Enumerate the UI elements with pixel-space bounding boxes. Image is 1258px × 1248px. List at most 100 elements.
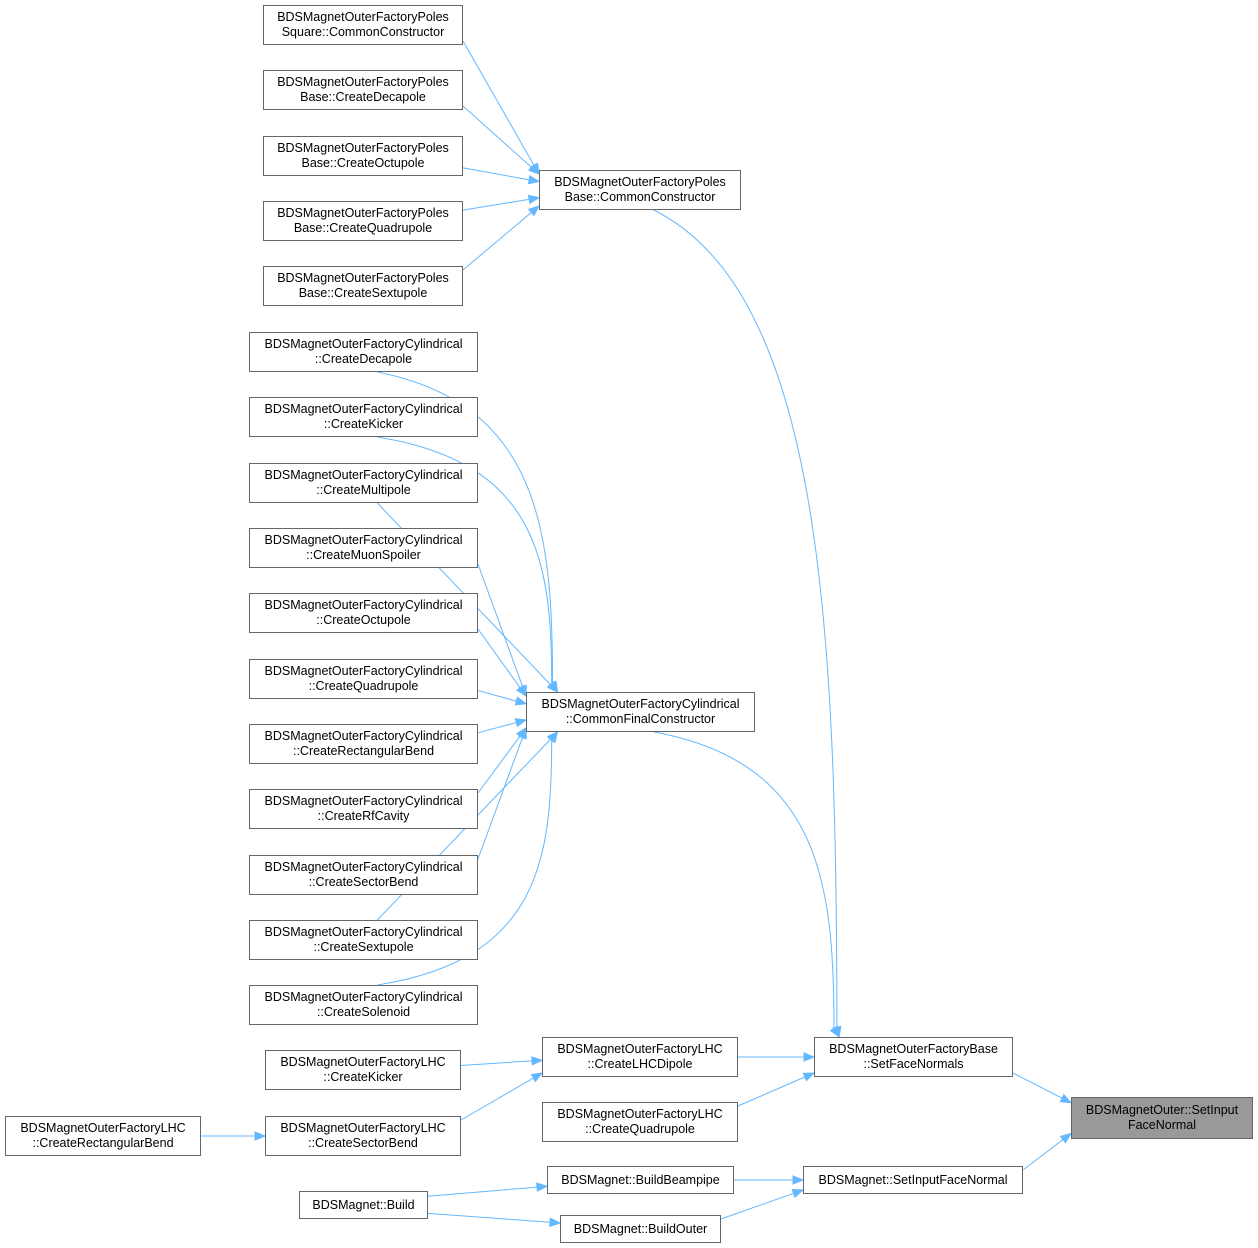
edge-n_magnet_build-to-n_magnet_buildouter: [427, 1212, 551, 1223]
edge-n_poles_octupole-to-n_poles_base_cc: [462, 167, 530, 181]
node-label-line-2: ::CreateLHCDipole: [587, 1057, 693, 1071]
edge-arrowhead: [528, 163, 541, 175]
edge-arrowhead: [549, 1217, 562, 1227]
edge-arrowhead: [803, 1052, 816, 1062]
node-poles-base-create-octupole[interactable]: BDSMagnetOuterFactoryPoles Base::CreateO…: [263, 136, 463, 176]
node-factory-base-set-face-normals[interactable]: BDSMagnetOuterFactoryBase ::SetFaceNorma…: [814, 1037, 1013, 1077]
edge-arrowhead: [527, 205, 541, 217]
node-poles-base-create-quadrupole[interactable]: BDSMagnetOuterFactoryPoles Base::CreateQ…: [263, 201, 463, 241]
node-label-line-2: ::CreateRfCavity: [317, 809, 410, 823]
node-label-line-1: BDSMagnetOuterFactoryCylindrical: [264, 990, 463, 1004]
node-cylindrical-create-octupole[interactable]: BDSMagnetOuterFactoryCylindrical ::Creat…: [249, 593, 478, 633]
node-cylindrical-create-rf-cavity[interactable]: BDSMagnetOuterFactoryCylindrical ::Creat…: [249, 789, 478, 829]
node-label-line-1: BDSMagnetOuterFactoryCylindrical: [264, 402, 463, 416]
node-poles-base-create-sextupole[interactable]: BDSMagnetOuterFactoryPoles Base::CreateS…: [263, 266, 463, 306]
node-lhc-create-rectangular-bend[interactable]: BDSMagnetOuterFactoryLHC ::CreateRectang…: [5, 1116, 201, 1156]
edge-arrowhead: [517, 726, 527, 740]
node-lhc-create-quadrupole[interactable]: BDSMagnetOuterFactoryLHC ::CreateQuadrup…: [542, 1102, 738, 1142]
edge-arrowhead: [530, 1072, 544, 1083]
node-label-line-2: Square::CommonConstructor: [281, 25, 445, 39]
node-lhc-create-lhc-dipole[interactable]: BDSMagnetOuterFactoryLHC ::CreateLHCDipo…: [542, 1037, 738, 1077]
node-label-line-1: BDSMagnetOuterFactoryCylindrical: [264, 337, 463, 351]
edge-n_cyl_muonspoiler-to-n_cyl_common_final: [477, 563, 524, 687]
edge-n_cyl_sectorbend-to-n_cyl_common_final: [477, 737, 524, 860]
edge-arrowhead: [791, 1189, 805, 1198]
edge-arrowhead: [536, 1182, 549, 1192]
node-magnet-build-beampipe[interactable]: BDSMagnet::BuildBeampipe: [547, 1166, 734, 1194]
edge-arrowhead: [546, 681, 559, 693]
node-label-line-1: BDSMagnet::BuildOuter: [573, 1221, 708, 1236]
edge-arrowhead: [514, 718, 528, 728]
node-target-set-input-face-normal: BDSMagnetOuter::SetInput FaceNormal: [1071, 1097, 1253, 1139]
node-label-line-2: ::CreateMultipole: [316, 483, 411, 497]
edge-arrowhead: [531, 1056, 544, 1066]
node-poles-base-common-constructor[interactable]: BDSMagnetOuterFactoryPoles Base::CommonC…: [539, 170, 741, 210]
edge-n_cyl_quadrupole-to-n_cyl_common_final: [477, 690, 517, 702]
node-cylindrical-create-decapole[interactable]: BDSMagnetOuterFactoryCylindrical ::Creat…: [249, 332, 478, 372]
node-label-line-1: BDSMagnetOuterFactoryPoles: [277, 141, 449, 155]
node-label-line-1: BDSMagnetOuterFactoryLHC: [557, 1107, 723, 1121]
node-label-line-2: Base::CreateDecapole: [300, 90, 426, 104]
node-poles-square-common-constructor[interactable]: BDSMagnetOuterFactoryPoles Square::Commo…: [263, 5, 463, 45]
edge-n_cyl_kicker-to-n_cyl_common_final: [377, 436, 553, 684]
node-cylindrical-common-final-constructor[interactable]: BDSMagnetOuterFactoryCylindrical ::Commo…: [526, 692, 755, 732]
node-cylindrical-create-quadrupole[interactable]: BDSMagnetOuterFactoryCylindrical ::Creat…: [249, 659, 478, 699]
node-label-line-1: BDSMagnetOuterFactoryBase: [829, 1042, 998, 1056]
node-label-line-1: BDSMagnetOuterFactoryCylindrical: [264, 533, 463, 547]
node-cylindrical-create-kicker[interactable]: BDSMagnetOuterFactoryCylindrical ::Creat…: [249, 397, 478, 437]
node-label-line-2: ::CreateKicker: [323, 1070, 403, 1084]
node-label-line-1: BDSMagnetOuterFactoryPoles: [277, 206, 449, 220]
edge-n_cyl_octupole-to-n_cyl_common_final: [477, 628, 521, 689]
node-label-line-1: BDSMagnetOuterFactoryCylindrical: [264, 925, 463, 939]
node-label-line-1: BDSMagnetOuterFactoryCylindrical: [264, 729, 463, 743]
node-label-line-2: ::CreateKicker: [323, 417, 404, 431]
node-cylindrical-create-sector-bend[interactable]: BDSMagnetOuterFactoryCylindrical ::Creat…: [249, 855, 478, 895]
node-cylindrical-create-sextupole[interactable]: BDSMagnetOuterFactoryCylindrical ::Creat…: [249, 920, 478, 960]
node-lhc-create-sector-bend[interactable]: BDSMagnetOuterFactoryLHC ::CreateSectorB…: [265, 1116, 461, 1156]
node-label-line-1: BDSMagnetOuterFactoryLHC: [280, 1055, 446, 1069]
edge-n_poles_quadrupole-to-n_poles_base_cc: [462, 198, 530, 211]
node-label-line-1: BDSMagnetOuterFactoryCylindrical: [264, 860, 463, 874]
edge-n_cyl_decapole-to-n_cyl_common_final: [377, 371, 554, 684]
node-magnet-set-input-face-normal[interactable]: BDSMagnet::SetInputFaceNormal: [803, 1166, 1023, 1194]
edge-n_magnet_buildouter-to-n_magnet_setinputfacenormal: [720, 1192, 794, 1220]
edge-arrowhead: [527, 174, 541, 185]
edge-n_base_setfacenormals-to-n_target: [1012, 1072, 1063, 1099]
node-poles-base-create-decapole[interactable]: BDSMagnetOuterFactoryPoles Base::CreateD…: [263, 70, 463, 110]
node-label-line-1: BDSMagnetOuterFactoryLHC: [20, 1121, 186, 1135]
node-label-line-1: BDSMagnetOuterFactoryPoles: [277, 75, 449, 89]
node-label-line-1: BDSMagnetOuterFactoryPoles: [554, 175, 726, 189]
node-label-line-1: BDSMagnetOuterFactoryCylindrical: [264, 598, 463, 612]
edge-n_cyl_rfcavity-to-n_cyl_common_final: [477, 735, 521, 794]
edge-n_poles_decapole-to-n_poles_base_cc: [462, 105, 532, 168]
edge-arrowhead: [547, 730, 559, 744]
edge-arrowhead: [1059, 1132, 1073, 1144]
node-label-line-1: BDSMagnet::SetInputFaceNormal: [818, 1172, 1008, 1187]
node-label-line-1: BDSMagnet::Build: [312, 1197, 415, 1212]
edge-n_poles_sextupole-to-n_poles_base_cc: [462, 212, 532, 271]
node-label-line-2: Base::CommonConstructor: [564, 190, 716, 204]
node-cylindrical-create-multipole[interactable]: BDSMagnetOuterFactoryCylindrical ::Creat…: [249, 463, 478, 503]
edge-n_cyl_common_final-to-n_base_setfacenormals: [654, 731, 835, 1029]
node-lhc-create-kicker[interactable]: BDSMagnetOuterFactoryLHC ::CreateKicker: [265, 1050, 461, 1090]
edge-arrowhead: [829, 1025, 840, 1039]
node-label-line-1: BDSMagnetOuterFactoryPoles: [277, 10, 449, 24]
edge-n_lhc_kicker-to-n_lhc_dipole: [460, 1060, 533, 1066]
edge-arrowhead: [802, 1072, 816, 1082]
node-label-line-2: ::CreateQuadrupole: [585, 1122, 695, 1136]
node-label-line-1: BDSMagnet::BuildBeampipe: [561, 1172, 720, 1187]
node-label-line-2: Base::CreateSextupole: [298, 286, 428, 300]
node-label-line-1: BDSMagnetOuterFactoryLHC: [557, 1042, 723, 1056]
node-label-line-1: BDSMagnetOuterFactoryCylindrical: [541, 697, 740, 711]
edge-arrowhead: [254, 1131, 267, 1141]
node-cylindrical-create-muon-spoiler[interactable]: BDSMagnetOuterFactoryCylindrical ::Creat…: [249, 528, 478, 568]
node-label-line-2: ::CreateMuonSpoiler: [306, 548, 421, 562]
edge-arrowhead: [527, 194, 541, 205]
node-label-line-2: ::CreateSextupole: [313, 940, 414, 954]
node-magnet-build-outer[interactable]: BDSMagnet::BuildOuter: [560, 1215, 721, 1243]
node-cylindrical-create-rectangular-bend[interactable]: BDSMagnetOuterFactoryCylindrical ::Creat…: [249, 724, 478, 764]
edge-n_cyl_rectbend-to-n_cyl_common_final: [477, 722, 517, 734]
node-cylindrical-create-solenoid[interactable]: BDSMagnetOuterFactoryCylindrical ::Creat…: [249, 985, 478, 1025]
node-magnet-build[interactable]: BDSMagnet::Build: [299, 1191, 428, 1219]
